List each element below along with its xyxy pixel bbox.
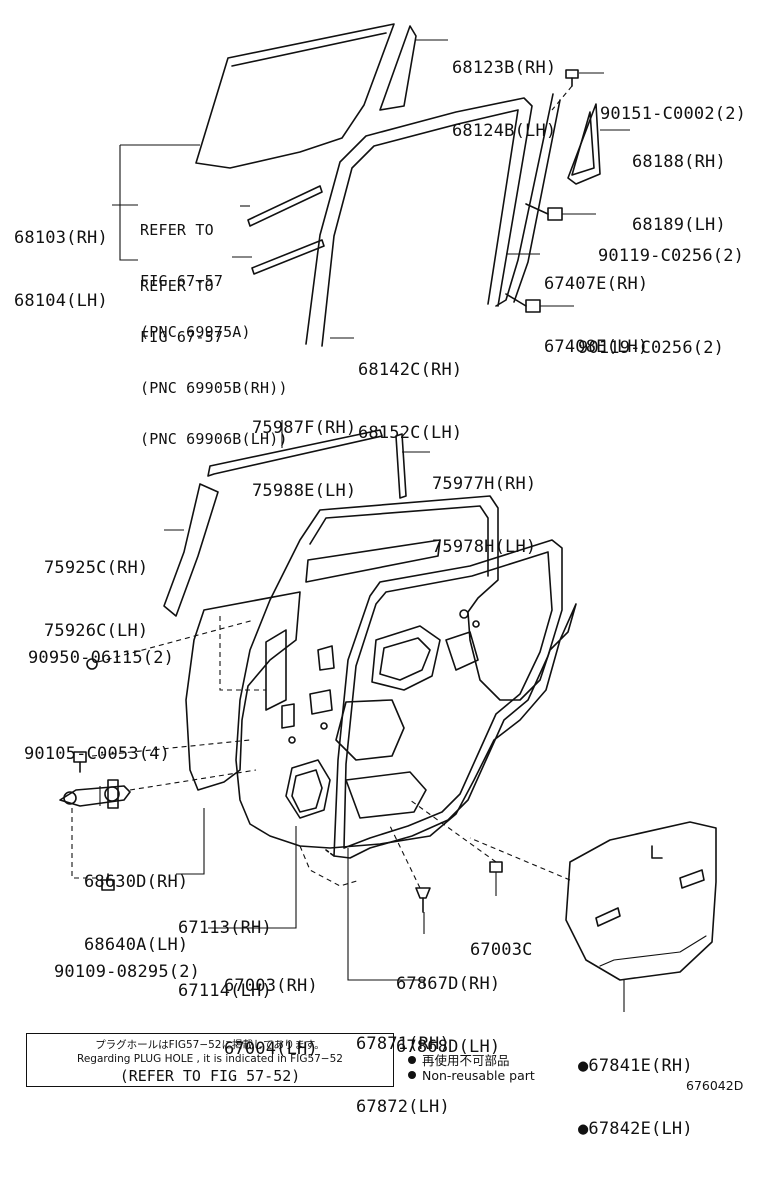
legend-en-text: Non-reusable part: [422, 1068, 535, 1083]
bolt-90119-upper: [525, 203, 563, 221]
callout-run-channel: 68142C(RH) 68152C(LH): [358, 318, 462, 486]
callout-channel-lh: 67408E(LH): [544, 337, 649, 357]
callout-refer-1-l2: FIG 67-57: [140, 272, 224, 290]
plug-67003c: [489, 861, 503, 873]
callout-refer-1-l3: (PNC 69975A): [140, 323, 251, 341]
rear-pillar-garnish: [395, 433, 407, 499]
bolt-90119-lower: [505, 293, 541, 313]
callout-bolt-mid2: 90119-C0256(2): [578, 296, 724, 401]
plug-hole-note-jp: プラグホールはFIG57−52に掲載してあります。: [95, 1039, 325, 1051]
callout-glass-main-rh: 68103(RH): [14, 228, 108, 248]
callout-service-hole-cover-lh: ●67842E(LH): [578, 1119, 693, 1139]
callout-bolt-top-line: 90151-C0002(2): [600, 104, 747, 124]
callout-molding-top: 75987F(RH) 75988E(LH): [252, 376, 356, 544]
callout-bolt-check: 90105-C0053(4): [24, 702, 170, 807]
callout-weatherstrip-rh: 67871(RH): [356, 1034, 450, 1054]
callout-bolt-mid1-line: 90119-C0256(2): [598, 246, 745, 266]
callout-bolt-mid1: 90119-C0256(2): [598, 204, 744, 309]
callout-bolt-mid2-line: 90119-C0256(2): [578, 338, 725, 358]
callout-molding-top-rh: 75987F(RH): [252, 418, 357, 438]
callout-door-panel-lh: 67114(LH): [178, 981, 272, 1001]
callout-door-assy-lh: 67004(LH): [224, 1039, 318, 1059]
callout-quarter-glass-rh: 68188(RH): [632, 152, 726, 172]
glass-run-channel: [305, 97, 533, 347]
callout-glass-top-lh: 68124B(LH): [452, 121, 557, 141]
callout-weatherstrip-clip-rh: 67867D(RH): [396, 974, 501, 994]
callout-quarter-glass: 68188(RH) 68189(LH): [632, 110, 726, 278]
non-reusable-bullet-icon: [408, 1056, 416, 1064]
legend-jp-text: 再使用不可部品: [422, 1053, 510, 1068]
callout-molding-front-lh: 75926C(LH): [44, 621, 149, 641]
callout-door-assy: 67003(RH) 67004(LH): [224, 934, 318, 1102]
callout-weatherstrip-lh: 67872(LH): [356, 1097, 450, 1117]
callout-refer-2-l1: REFER TO: [140, 277, 214, 295]
callout-bolt-top: 90151-C0002(2): [600, 62, 746, 167]
bolt-90105: [73, 751, 87, 773]
callout-molding-front: 75925C(RH) 75926C(LH): [44, 516, 148, 684]
legend-en: Non-reusable part: [408, 1068, 535, 1083]
belt-moulding-inner: [251, 239, 325, 275]
clip-67867: [415, 887, 431, 913]
door-weatherstrip: [325, 539, 563, 859]
bolt-90109: [101, 873, 115, 891]
callout-channel: 67407E(RH) 67408E(LH): [544, 232, 648, 400]
front-pillar-garnish: [163, 483, 219, 617]
door-exploded-drawing: [59, 23, 717, 1012]
quarter-window-glass: [567, 103, 601, 185]
callout-refer-2-l3: (PNC 69905B(RH)): [140, 379, 288, 397]
callout-plug-line: 90950-06115(2): [28, 648, 175, 668]
callout-molding-rear-lh: 75978H(LH): [432, 537, 537, 557]
plug-90950: [86, 658, 98, 670]
callout-door-panel: 67113(RH) 67114(LH): [178, 876, 272, 1044]
callout-check-lh: 68640A(LH): [84, 935, 189, 955]
callout-plug: 90950-06115(2): [28, 606, 174, 711]
callout-bolt-check-line: 90105-C0053(4): [24, 744, 171, 764]
callout-door-assy-rh: 67003(RH): [224, 976, 318, 996]
callout-weatherstrip-clip: 67867D(RH) 67868D(LH): [396, 932, 500, 1100]
legend-jp: 再使用不可部品: [408, 1050, 510, 1069]
rear-door-division-bar: [495, 93, 561, 307]
plug-hole-note: プラグホールはFIG57−52に掲載してあります。 Regarding PLUG…: [26, 1033, 394, 1087]
non-reusable-bullet-icon: [408, 1071, 416, 1079]
figure-code: 676042D: [686, 1078, 744, 1093]
door-check-assy: [59, 779, 131, 809]
rear-door-panel: [185, 495, 577, 849]
plug-hole-note-en: Regarding PLUG HOLE , it is indicated in…: [77, 1053, 343, 1065]
callout-refer-1: REFER TO FIG 67-57 (PNC 69975A): [140, 188, 251, 375]
roof-drip-moulding: [207, 429, 383, 477]
callout-refer-2-l4: (PNC 69906B(LH)): [140, 430, 288, 448]
callout-channel-rh: 67407E(RH): [544, 274, 649, 294]
callout-plug-c-line: 67003C: [470, 940, 533, 960]
belt-moulding-outer: [247, 185, 323, 227]
callout-service-hole-cover: ●67841E(RH) ●67842E(LH): [578, 1014, 693, 1182]
callout-glass-main-lh: 68104(LH): [14, 291, 108, 311]
service-hole-cover: [565, 821, 717, 981]
callout-plug-c: 67003C: [470, 898, 533, 1003]
callout-weatherstrip-clip-lh: 67868D(LH): [396, 1037, 501, 1057]
callout-bolt-bottom-line: 90109-08295(2): [54, 962, 201, 982]
callout-molding-top-lh: 75988E(LH): [252, 481, 357, 501]
callout-service-hole-cover-rh: ●67841E(RH): [578, 1056, 693, 1076]
callout-run-channel-rh: 68142C(RH): [358, 360, 463, 380]
callout-door-panel-rh: 67113(RH): [178, 918, 272, 938]
callout-refer-2: REFER TO FIG 67-57 (PNC 69905B(RH)) (PNC…: [140, 244, 288, 482]
callout-glass-main: 68103(RH) 68104(LH): [14, 186, 108, 354]
callout-glass-top-rh: 68123B(RH): [452, 58, 557, 78]
callout-check: 68630D(RH) 68640A(LH): [84, 830, 188, 998]
bolt-90151: [565, 69, 579, 87]
callout-check-rh: 68630D(RH): [84, 872, 189, 892]
callout-bolt-bottom: 90109-08295(2): [54, 920, 200, 1025]
callout-molding-front-rh: 75925C(RH): [44, 558, 149, 578]
quarter-glass-front: [379, 25, 417, 111]
callout-molding-rear-rh: 75977H(RH): [432, 474, 537, 494]
callout-run-channel-lh: 68152C(LH): [358, 423, 463, 443]
door-glass: [195, 23, 395, 169]
parts-diagram-sheet: 68123B(RH) 68124B(LH) 90151-C0002(2) 681…: [14, 16, 746, 1139]
callout-glass-top: 68123B(RH) 68124B(LH): [452, 16, 556, 184]
callout-refer-1-l1: REFER TO: [140, 221, 214, 239]
callout-quarter-glass-lh: 68189(LH): [632, 215, 726, 235]
callout-molding-rear: 75977H(RH) 75978H(LH): [432, 432, 536, 600]
callout-refer-2-l2: FIG 67-57: [140, 328, 224, 346]
plug-hole-note-ref: (REFER TO FIG 57-52): [119, 1067, 301, 1085]
